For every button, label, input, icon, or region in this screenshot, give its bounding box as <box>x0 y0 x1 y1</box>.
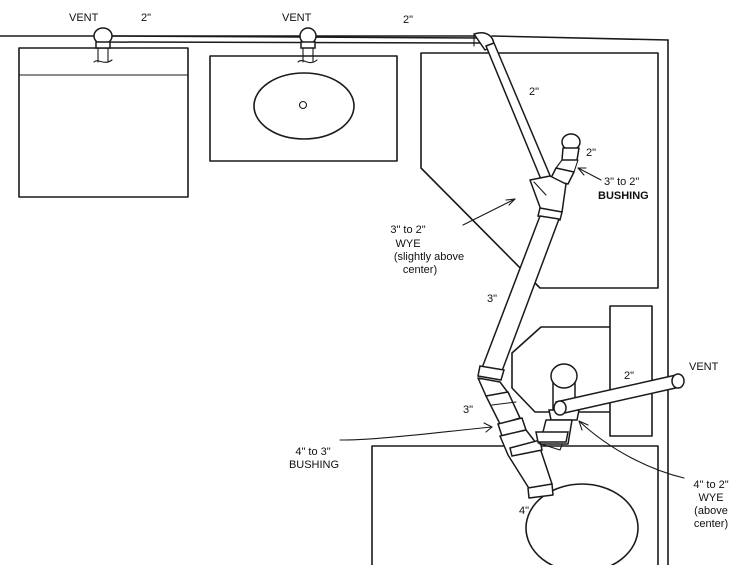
left-vent-riser <box>93 27 113 63</box>
label-wye-4-2-line1: 4" to 2" <box>693 479 728 491</box>
label-wye-3-2-line1: 3" to 2" <box>390 224 425 236</box>
label-wye-4-2-line4: center) <box>694 518 728 530</box>
label-vent-right: VENT <box>689 361 719 373</box>
label-bushing-4-3-line2: BUSHING <box>289 459 339 471</box>
sink-vanity <box>209 55 398 162</box>
label-wye-4-2-line3: (above <box>694 505 728 517</box>
label-2in-diagonal: 2" <box>529 86 539 98</box>
label-2in-top-cap: 2" <box>586 147 596 159</box>
lower-3in-section <box>477 365 527 437</box>
label-wye-4-2-line2: WYE <box>698 492 723 504</box>
sink-drain <box>298 100 308 110</box>
label-2in-vent: 2" <box>624 370 634 382</box>
label-vent-middle: VENT <box>282 12 312 24</box>
sink-vent-riser <box>297 27 318 64</box>
right-vent-pipe <box>553 373 685 416</box>
corner-shower <box>420 52 659 289</box>
wye-4-to-2 <box>499 429 567 499</box>
label-2in-top-right: 2" <box>403 14 413 26</box>
label-vent-left: VENT <box>69 12 99 24</box>
label-2in-top-left: 2" <box>141 12 151 24</box>
upper-cleanout <box>549 133 581 185</box>
labels: VENT VENT 2" 2" 2" 2" 3" to 2" BUSHING 3… <box>69 12 729 530</box>
label-bushing-4-3-line1: 4" to 3" <box>295 446 330 458</box>
label-4in-bottom: 4" <box>519 505 529 517</box>
label-wye-3-2-line4: center) <box>403 264 437 276</box>
floor-drain-circle <box>525 483 639 565</box>
label-bushing-3-2-line1: 3" to 2" <box>604 176 639 188</box>
label-wye-3-2-line2: WYE <box>395 238 420 250</box>
wye-3-to-2 <box>529 175 567 221</box>
diagonal-2in-pipe <box>485 42 555 190</box>
callout-arrows <box>339 167 685 479</box>
label-3in-mid: 3" <box>487 293 497 305</box>
label-wye-3-2-line3: (slightly above <box>394 251 464 263</box>
label-3in-lower: 3" <box>463 404 473 416</box>
sink-basin <box>253 72 355 140</box>
left-vanity <box>18 47 189 198</box>
label-bushing-3-2-line2: BUSHING <box>598 190 649 202</box>
